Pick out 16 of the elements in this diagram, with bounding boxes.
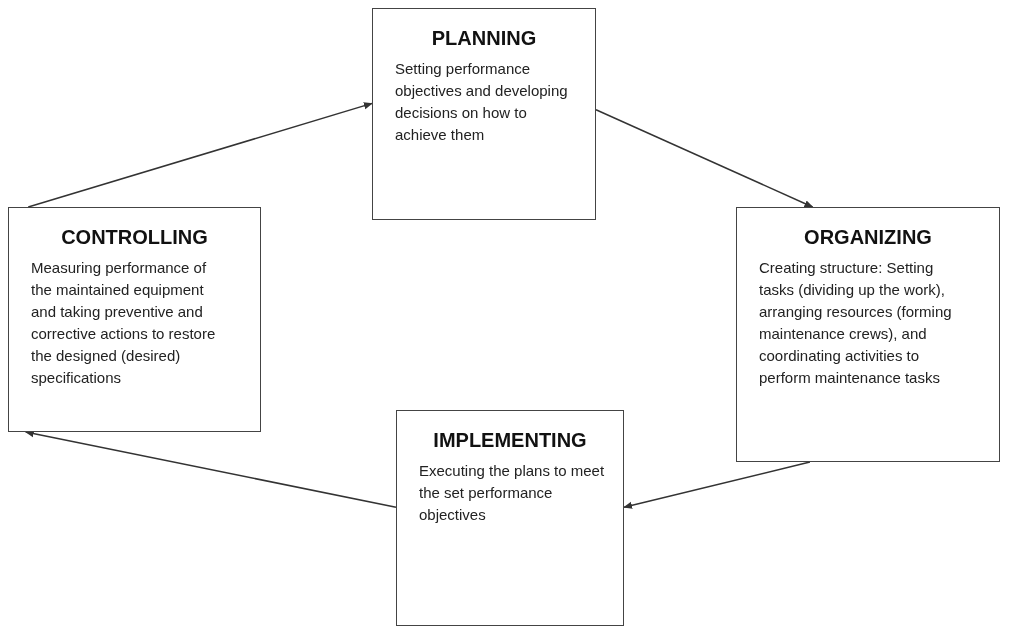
box-heading: PLANNING xyxy=(430,27,538,50)
box-description: Setting performance objectives and developing decisions on how to achieve them xyxy=(395,59,569,145)
arrow xyxy=(24,430,397,508)
arrow xyxy=(27,102,373,208)
box-heading: IMPLEMENTING xyxy=(432,429,588,452)
process-box xyxy=(372,8,596,220)
box-description: Executing the plans to meet the set performance objectives xyxy=(419,461,606,525)
box-heading: CONTROLLING xyxy=(60,226,209,249)
arrow xyxy=(623,461,811,509)
process-box xyxy=(736,207,1000,462)
process-box xyxy=(8,207,261,432)
process-box xyxy=(396,410,624,626)
arrow xyxy=(595,109,814,208)
box-description: Measuring performance of the maintained equipment and taking preventive and corrective actions to restore the designed (desired) specifications xyxy=(31,258,217,388)
box-heading: ORGANIZING xyxy=(803,226,933,249)
box-description: Creating structure: Setting tasks (dividing up the work), arranging resources (forming maintenance crews), and coordinating activities to perform maintenance tasks xyxy=(759,258,953,388)
